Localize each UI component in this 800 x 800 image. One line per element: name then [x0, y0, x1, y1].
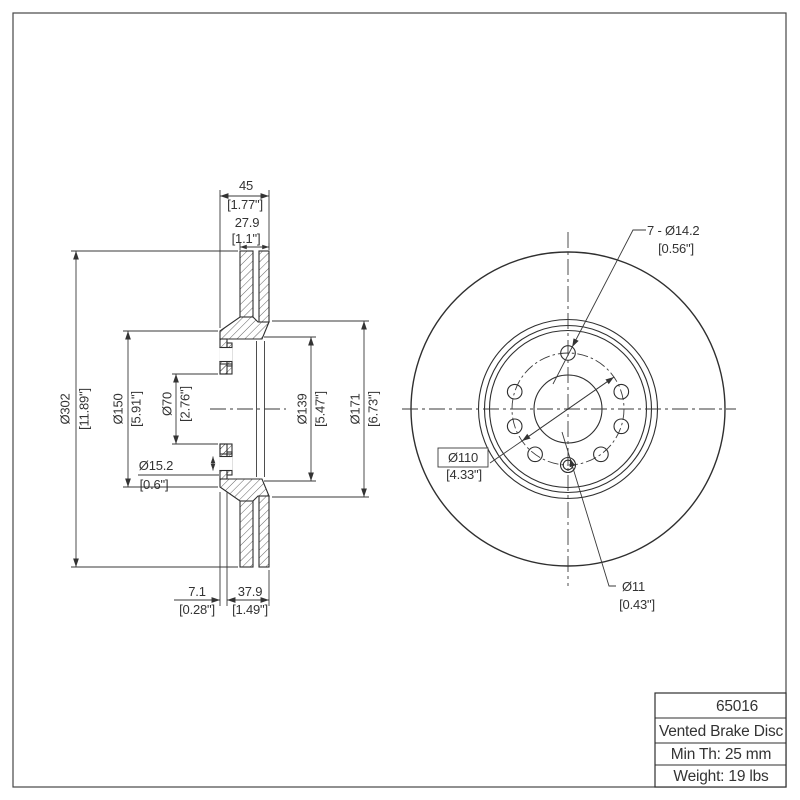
- dim-lug-holes-bracket: [0.56"]: [658, 241, 694, 256]
- dim-disc-thickness: 27.9 [1.1"]: [232, 215, 270, 250]
- part-number: 65016: [716, 698, 758, 715]
- dim-outer-diameter: Ø302 [11.89"]: [58, 250, 238, 568]
- dim-outer-diameter-bracket: [11.89"]: [77, 388, 92, 430]
- dim-inner-diameter-1-value: Ø139: [295, 393, 310, 424]
- lug-hole: [593, 446, 609, 463]
- dim-inner-diameter-1: Ø139 [5.47"]: [264, 336, 328, 482]
- pilot-ring-upper: [219, 363, 233, 375]
- lug-holes: [506, 345, 630, 463]
- dim-lug-holes-value: 7 - Ø14.2: [647, 223, 699, 238]
- dim-hat-plate-thickness: 7.1 [0.28"]: [174, 492, 228, 617]
- dim-bolt-circle-bracket: [4.33"]: [446, 467, 482, 482]
- dim-hat-diameter-bracket: [5.91"]: [129, 391, 144, 427]
- dim-inner-diameter-2-bracket: [6.73"]: [366, 391, 381, 427]
- front-view: 7 - Ø14.2 [0.56"] Ø110 [4.33"] Ø11 [0.43…: [402, 223, 736, 612]
- rim-plate-lower-right: [258, 495, 270, 568]
- part-description: Vented Brake Disc: [659, 723, 784, 740]
- rim-plate-lower-left: [239, 500, 254, 568]
- rim-plate-upper-left: [239, 250, 254, 318]
- dim-overall-width-value: 45: [239, 178, 253, 193]
- dim-bore-diameter-bracket: [2.76"]: [178, 386, 193, 422]
- dim-pin-hole: Ø11 [0.43"]: [561, 431, 655, 612]
- dim-bolt-circle: Ø110 [4.33"]: [437, 376, 615, 482]
- dim-hat-depth-value: 37.9: [238, 584, 263, 599]
- lug-hole-section-upper: [219, 346, 233, 363]
- lug-hole-section-lower: [219, 455, 233, 472]
- dim-lug-holes: 7 - Ø14.2 [0.56"]: [552, 223, 700, 385]
- dim-hat-diameter: Ø150 [5.91"]: [111, 330, 218, 488]
- lug-hole: [506, 418, 523, 435]
- lug-hole: [613, 418, 630, 435]
- dim-disc-thickness-bracket: [1.1"]: [232, 231, 261, 246]
- lug-hole: [527, 446, 543, 463]
- dim-pin-hole-bracket: [0.43"]: [619, 597, 655, 612]
- dim-inner-diameter-2-value: Ø171: [348, 393, 363, 424]
- dim-hat-plate-thickness-bracket: [0.28"]: [179, 602, 215, 617]
- dim-lug-hole-side-bracket: [0.6"]: [140, 477, 169, 492]
- min-thickness: Min Th: 25 mm: [671, 746, 771, 763]
- title-block: 65016 Vented Brake Disc Min Th: 25 mm We…: [654, 692, 787, 788]
- dim-bore-diameter-value: Ø70: [160, 392, 175, 416]
- side-view-section: [210, 250, 286, 568]
- dim-inner-diameter-1-bracket: [5.47"]: [313, 391, 328, 427]
- dim-lug-hole-side: Ø15.2 [0.6"]: [138, 456, 219, 492]
- rim-plate-upper-right: [258, 250, 270, 323]
- dim-bolt-circle-value: Ø110: [448, 450, 478, 465]
- lug-hole: [506, 383, 523, 400]
- dim-bolt-circle-box: [437, 447, 489, 468]
- dim-lug-hole-side-value: Ø15.2: [139, 458, 173, 473]
- dim-overall-width: 45 [1.77"]: [219, 178, 270, 328]
- side-view-dimensions: 45 [1.77"] 27.9 [1.1"] Ø302 [11.89"] Ø15…: [58, 178, 381, 617]
- dim-bore-diameter: Ø70 [2.76"]: [160, 373, 218, 445]
- dim-hat-depth-bracket: [1.49"]: [232, 602, 268, 617]
- weight: Weight: 19 lbs: [673, 768, 769, 785]
- dim-outer-diameter-value: Ø302: [58, 393, 73, 424]
- dim-pin-hole-value: Ø11: [622, 579, 645, 594]
- dim-inner-diameter-2: Ø171 [6.73"]: [272, 320, 381, 498]
- lug-hole: [613, 383, 630, 400]
- dim-hat-plate-thickness-value: 7.1: [188, 584, 205, 599]
- pilot-ring-lower: [219, 443, 233, 455]
- dim-hat-depth: 37.9 [1.49"]: [226, 570, 270, 617]
- dim-hat-diameter-value: Ø150: [111, 393, 126, 424]
- dim-overall-width-bracket: [1.77"]: [227, 197, 263, 212]
- dim-disc-thickness-value: 27.9: [235, 215, 260, 230]
- page-border: [12, 12, 787, 788]
